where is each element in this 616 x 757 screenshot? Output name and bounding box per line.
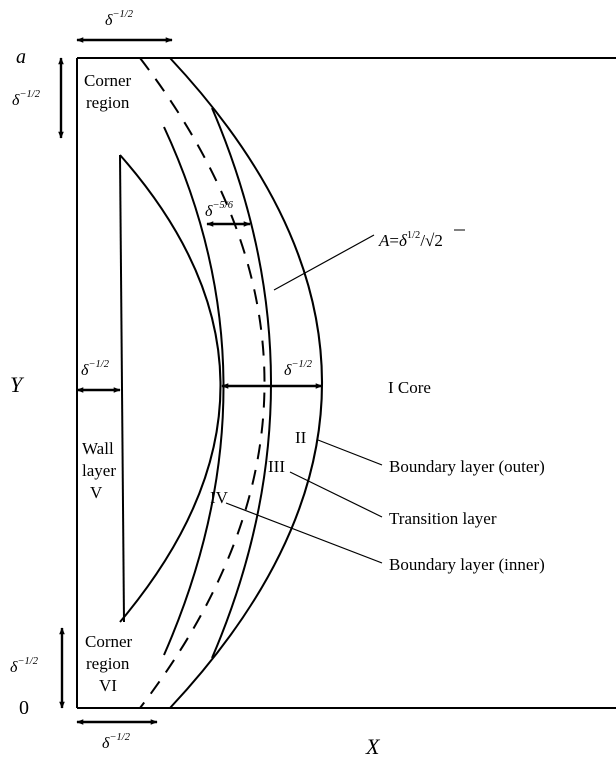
dim-label-wall: δ−1/2 xyxy=(81,359,110,379)
domain-frame xyxy=(76,57,616,709)
leader-iv xyxy=(225,502,383,564)
legend-transition: Transition layer xyxy=(389,509,497,528)
dim-label-left-top: δ−1/2 xyxy=(12,89,41,109)
corner-region-top-line1: Corner xyxy=(84,71,132,90)
y-bottom-label: 0 xyxy=(19,697,29,719)
dim-label-left-bottom: δ−1/2 xyxy=(10,656,39,676)
annotation-formula: A=δ1/2/√2 xyxy=(378,230,443,250)
region-iii-label: III xyxy=(268,457,285,476)
corner-region-top-line2: region xyxy=(86,93,130,112)
wall-layer-edge xyxy=(119,154,125,623)
wall-layer-line2: layer xyxy=(82,461,116,480)
x-axis-label: X xyxy=(365,734,381,757)
leader-iii xyxy=(289,471,383,518)
legend-inner-boundary: Boundary layer (inner) xyxy=(389,555,545,574)
wall-region-curve xyxy=(119,154,222,623)
corner-region-bottom-line1: Corner xyxy=(85,632,133,651)
transition-dashed-curve xyxy=(139,57,266,709)
dim-label-five-sixths: δ−5/6 xyxy=(205,200,234,220)
wall-layer-line3: V xyxy=(90,483,103,502)
y-top-label: a xyxy=(16,46,26,68)
region-iv-label: IV xyxy=(210,488,229,507)
region-ii-label: II xyxy=(295,428,307,447)
wall-layer-line1: Wall xyxy=(82,439,114,458)
annotation-leader xyxy=(273,234,375,291)
corner-region-bottom-line2: region xyxy=(86,654,130,673)
dim-label-thickness: δ−1/2 xyxy=(284,359,313,379)
legend-outer-boundary: Boundary layer (outer) xyxy=(389,457,545,476)
outer-edge-curve xyxy=(169,57,323,709)
dim-label-top: δ−1/2 xyxy=(105,9,134,29)
corner-region-bottom-line3: VI xyxy=(99,676,117,695)
leader-ii xyxy=(317,439,383,466)
dim-label-bottom: δ−1/2 xyxy=(102,732,131,752)
y-axis-label: Y xyxy=(10,372,25,397)
boundary-outer-curve xyxy=(211,107,272,659)
core-label: I Core xyxy=(388,378,431,397)
